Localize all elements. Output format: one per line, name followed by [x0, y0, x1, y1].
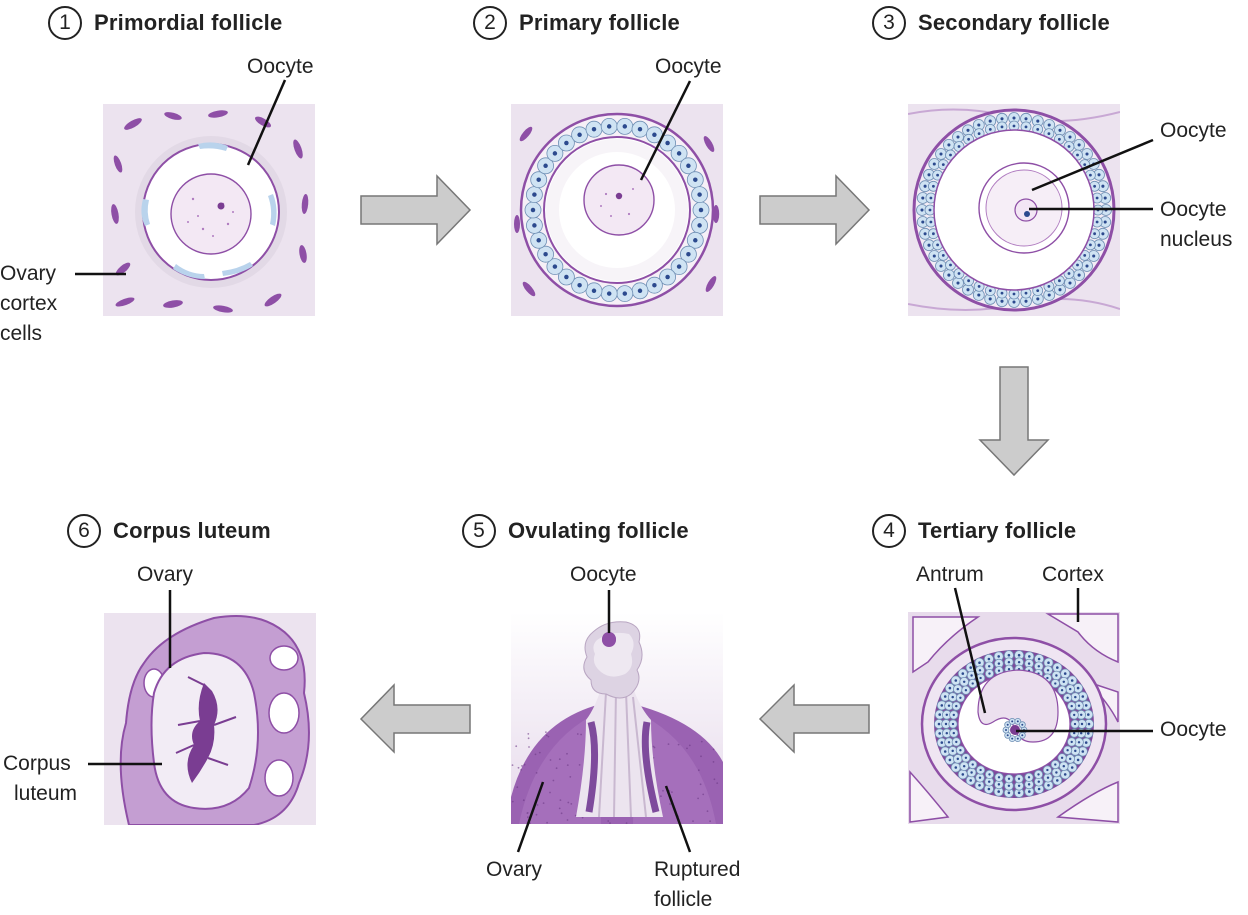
stage-1-label: Primordial follicle — [94, 10, 283, 35]
label-s1-cortex-line2: cortex — [0, 292, 58, 315]
label-s6-corpus-line2: luteum — [14, 782, 78, 805]
label-s6-ovary: Ovary — [137, 563, 194, 586]
label-s5-oocyte: Oocyte — [570, 563, 637, 586]
label-s1-oocyte: Oocyte — [247, 55, 314, 78]
stage-2-number: 2 — [473, 6, 507, 40]
label-s3-nucleus-line2: nucleus — [1160, 228, 1233, 251]
arrow-stage1-to-stage2 — [360, 174, 472, 246]
label-s5-ovary: Ovary — [486, 858, 543, 881]
label-s1-cortex-line3: cells — [0, 322, 43, 345]
corpus-luteum-illustration — [104, 613, 316, 825]
label-s2-oocyte: Oocyte — [655, 55, 722, 78]
ovulating-follicle-illustration — [511, 612, 723, 824]
label-s3-oocyte: Oocyte — [1160, 119, 1227, 142]
arrow-stage2-to-stage3 — [759, 174, 871, 246]
stage-3-label: Secondary follicle — [918, 10, 1110, 35]
stage-5-label: Ovulating follicle — [508, 518, 689, 543]
label-s6-corpus-line1: Corpus — [3, 752, 71, 775]
stage-3-title: 3 Secondary follicle — [872, 3, 1110, 43]
label-s4-oocyte: Oocyte — [1160, 718, 1227, 741]
label-s5-ruptured-line1: Ruptured — [654, 858, 741, 881]
label-s3-nucleus-line1: Oocyte — [1160, 198, 1227, 221]
stage-4-label: Tertiary follicle — [918, 518, 1077, 543]
stage-5-title: 5 Ovulating follicle — [462, 511, 689, 551]
stage-4-title: 4 Tertiary follicle — [872, 511, 1076, 551]
stage-6-title: 6 Corpus luteum — [67, 511, 271, 551]
primary-follicle-illustration — [511, 104, 723, 316]
stage-1-title: 1 Primordial follicle — [48, 3, 282, 43]
stage-4-number: 4 — [872, 514, 906, 548]
stage-2-title: 2 Primary follicle — [473, 3, 680, 43]
arrow-stage3-to-stage4 — [978, 366, 1050, 477]
primordial-follicle-illustration — [103, 104, 315, 316]
tertiary-follicle-illustration — [908, 612, 1120, 824]
stage-3-number: 3 — [872, 6, 906, 40]
stage-5-number: 5 — [462, 514, 496, 548]
label-s4-antrum: Antrum — [916, 563, 984, 586]
label-s1-cortex-line1: Ovary — [0, 262, 57, 285]
stage-6-label: Corpus luteum — [113, 518, 271, 543]
arrow-stage4-to-stage5 — [758, 683, 870, 754]
label-s4-cortex: Cortex — [1042, 563, 1104, 586]
stage-1-number: 1 — [48, 6, 82, 40]
label-s5-ruptured-line2: follicle — [654, 888, 713, 911]
stage-2-label: Primary follicle — [519, 10, 680, 35]
secondary-follicle-illustration — [908, 104, 1120, 316]
arrow-stage5-to-stage6 — [359, 683, 471, 754]
stage-6-number: 6 — [67, 514, 101, 548]
